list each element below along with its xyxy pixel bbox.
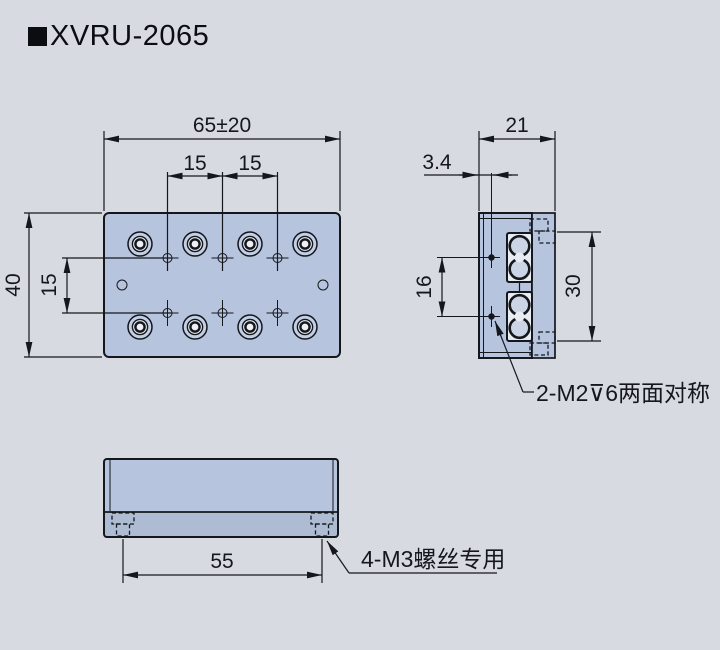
front-base-strip xyxy=(105,512,337,536)
front-view: 55 4-M3螺丝专用 xyxy=(103,458,505,583)
m2-annotation-text: 2-M2⊽6两面对称 xyxy=(536,380,710,406)
counterbore-hole xyxy=(237,314,263,340)
m2-annotation: 2-M2⊽6两面对称 xyxy=(494,320,710,406)
dim-hole-pitch-right-text: 15 xyxy=(238,152,261,175)
hole-bore xyxy=(244,238,256,250)
clamp-waist xyxy=(514,252,525,263)
title-bullet-icon xyxy=(28,27,47,46)
counterbore-hole xyxy=(292,314,318,340)
side-hole-right xyxy=(317,279,329,291)
dim-mount-hole-pitch: 55 xyxy=(122,539,323,583)
dim-hole-spacing-text: 16 xyxy=(413,275,436,298)
m2-hole-dot xyxy=(488,313,495,320)
m2-hole-dot xyxy=(488,254,495,261)
hole-bore xyxy=(299,321,311,333)
side-view: 21 3.4 16 30 2-M2⊽6两面对称 xyxy=(413,114,710,406)
dim-overall-width: 65±20 xyxy=(104,114,340,143)
top-view-extension-lines xyxy=(24,131,341,358)
counterbore-hole xyxy=(292,231,318,257)
dim-hole-pitch: 15 15 xyxy=(167,152,278,180)
top-view: 65±20 15 15 40 15 xyxy=(2,114,341,358)
screw-clamp-top xyxy=(506,232,533,283)
side-flange-outline xyxy=(531,212,556,359)
hole-bore xyxy=(134,238,146,250)
dim-row-pitch-text: 15 xyxy=(38,273,61,296)
dim-hole-offset-text: 3.4 xyxy=(422,151,452,174)
hole-bore xyxy=(189,321,201,333)
position-crosses xyxy=(156,253,289,326)
counterbore-hole xyxy=(182,231,208,257)
m3-hole-profile-right xyxy=(310,512,334,537)
hole-bore xyxy=(299,238,311,250)
screw-clamp-bottom xyxy=(506,291,533,342)
side-hole-left xyxy=(116,279,128,291)
dim-flange-hole-pitch-text: 30 xyxy=(562,274,585,297)
dim-overall-width-text: 65±20 xyxy=(193,114,251,137)
dim-flange-hole-pitch: 30 xyxy=(557,231,601,342)
dim-overall-height-text: 40 xyxy=(2,273,25,296)
dim-depth: 21 xyxy=(478,114,556,211)
counterbore-holes xyxy=(127,231,318,340)
flange-screw-profile-top xyxy=(529,218,556,244)
m3-annotation-text: 4-M3螺丝专用 xyxy=(361,546,505,572)
dim-hole-spacing: 16 xyxy=(413,257,446,317)
position-cross xyxy=(156,300,179,326)
dim-overall-height: 40 xyxy=(2,213,33,357)
flange-screw-profile-bottom xyxy=(529,331,556,356)
dim-hole-pitch-left-text: 15 xyxy=(183,152,206,175)
position-cross xyxy=(156,253,179,263)
dim-hole-offset: 3.4 xyxy=(422,151,518,179)
drawing-title: XVRU-2065 xyxy=(28,20,209,53)
counterbore-hole xyxy=(127,314,153,340)
dim-mount-hole-pitch-text: 55 xyxy=(210,550,233,573)
position-cross xyxy=(266,300,289,326)
m3-annotation: 4-M3螺丝专用 xyxy=(326,540,505,574)
m3-hole-profile-left xyxy=(111,512,135,537)
position-cross xyxy=(211,300,234,326)
model-number: XVRU-2065 xyxy=(50,20,210,52)
position-cross xyxy=(211,253,234,263)
position-cross xyxy=(266,253,289,263)
dim-depth-text: 21 xyxy=(505,114,528,137)
dim-row-pitch: 15 xyxy=(38,258,71,313)
hole-bore xyxy=(134,321,146,333)
counterbore-hole xyxy=(182,314,208,340)
counterbore-hole xyxy=(127,231,153,257)
hole-bore xyxy=(189,238,201,250)
hole-bore xyxy=(244,321,256,333)
clamp-waist xyxy=(514,311,525,322)
front-body-outline xyxy=(103,458,339,538)
m2-hole-marks xyxy=(437,173,500,327)
counterbore-hole xyxy=(237,231,263,257)
